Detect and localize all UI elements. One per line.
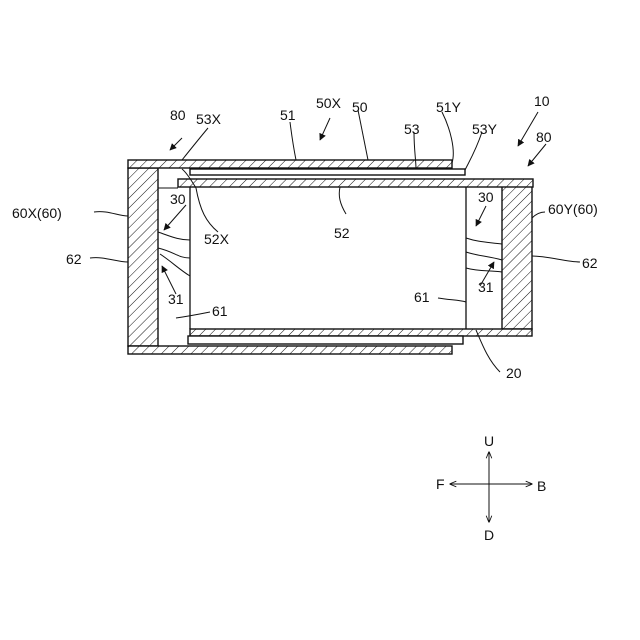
wavy-30-left <box>158 232 190 240</box>
label-20: 20 <box>506 365 522 381</box>
plate-60y <box>502 186 532 329</box>
label-51: 51 <box>280 107 296 123</box>
label-51y: 51Y <box>436 99 462 115</box>
axis-label-down: D <box>484 527 494 543</box>
layer-52 <box>178 179 533 187</box>
label-53y: 53Y <box>472 121 498 137</box>
label-30-right: 30 <box>478 189 494 205</box>
label-53x: 53X <box>196 111 222 127</box>
label-30-left: 30 <box>170 191 186 207</box>
axis-label-up: U <box>484 433 494 449</box>
layer-51 <box>128 160 452 168</box>
label-52x: 52X <box>204 231 230 247</box>
label-60x: 60X(60) <box>12 205 62 221</box>
label-61-left: 61 <box>212 303 228 319</box>
label-50x: 50X <box>316 95 342 111</box>
layer-53 <box>190 169 465 175</box>
bottom-layer-inner <box>190 329 532 336</box>
label-62-left: 62 <box>66 251 82 267</box>
label-60y: 60Y(60) <box>548 201 598 217</box>
direction-compass: U D F B <box>436 433 546 543</box>
label-80-left: 80 <box>170 107 186 123</box>
label-53: 53 <box>404 121 420 137</box>
plate-60x <box>128 168 158 346</box>
label-50: 50 <box>352 99 368 115</box>
label-31-right: 31 <box>478 279 494 295</box>
axis-label-front: F <box>436 476 445 492</box>
label-62-right: 62 <box>582 255 598 271</box>
label-80-right: 80 <box>536 129 552 145</box>
label-61-right: 61 <box>414 289 430 305</box>
bottom-layer-outer <box>128 346 452 354</box>
wavy-30-right <box>466 238 502 244</box>
label-52: 52 <box>334 225 350 241</box>
bottom-layer-mid <box>188 336 463 344</box>
label-31-left: 31 <box>168 291 184 307</box>
axis-label-back: B <box>537 478 546 494</box>
label-10: 10 <box>534 93 550 109</box>
